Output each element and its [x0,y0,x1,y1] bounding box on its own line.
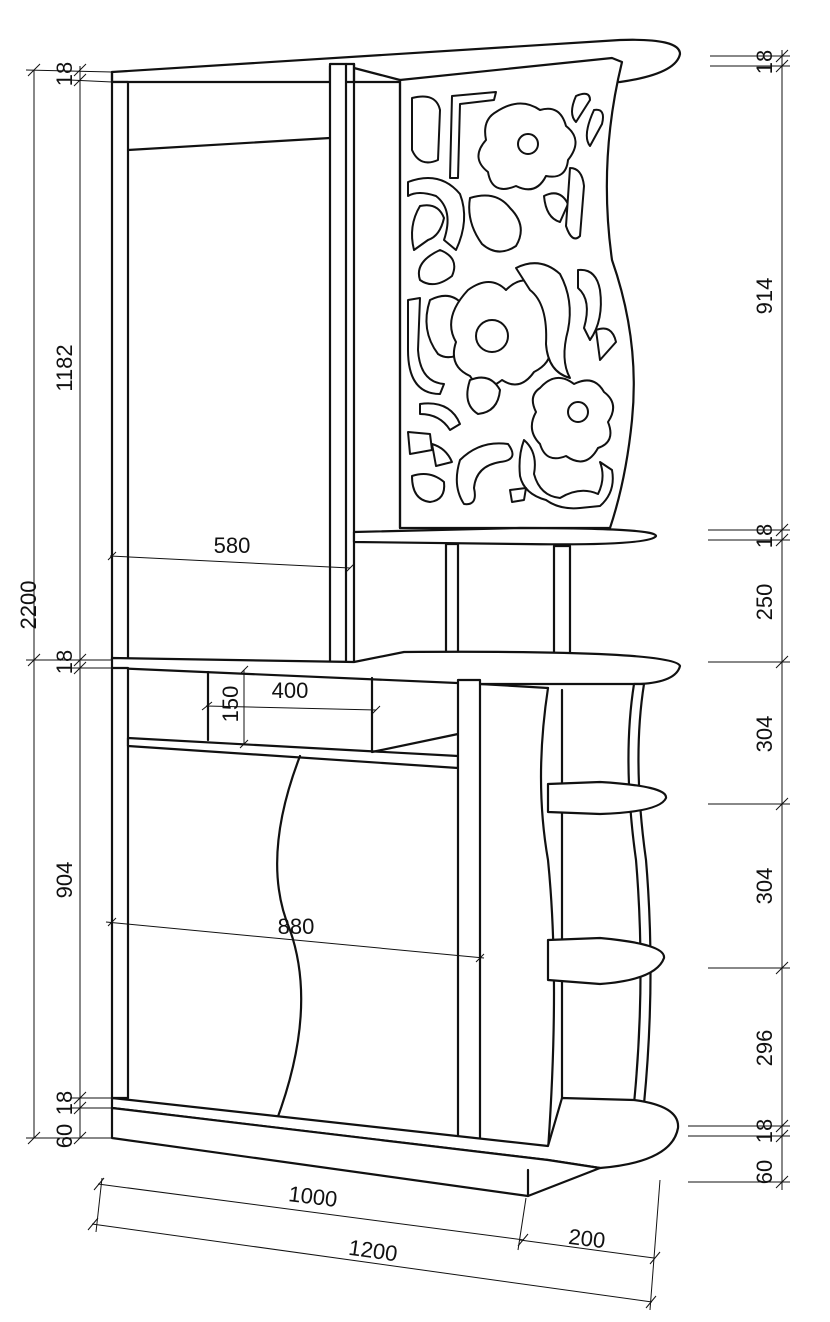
dim-open-shelf-1: 304 [752,716,777,753]
dim-left-bottom-board: 18 [52,1091,77,1115]
dim-shelf-depth: 200 [567,1224,606,1253]
dim-lower-section: 904 [52,862,77,899]
dim-cabinet-width: 880 [278,914,315,939]
middle-board [110,650,682,686]
dim-drawer-height: 150 [218,686,243,723]
dim-right-bottom-board: 18 [752,1119,777,1143]
open-shelf-2 [546,936,666,986]
dim-overall-width: 1200 [347,1235,399,1267]
left-side-panel-upper [110,80,130,662]
upper-shelf [352,526,658,546]
dim-upper-width: 580 [214,533,251,558]
dim-upper-section: 1182 [52,344,77,391]
dim-right-plinth: 60 [752,1160,777,1184]
open-shelf-1 [546,780,668,816]
lower-top-shelf [126,736,460,770]
dim-open-shelf-3: 296 [752,1030,777,1067]
dim-left-plinth: 60 [52,1124,77,1148]
cabinet-divider [456,678,482,1148]
dim-left-middle-board: 18 [52,650,77,674]
shelf-post-right [552,544,572,668]
upper-divider-panel [328,62,348,664]
dim-right-top-board: 18 [752,50,777,74]
dim-open-shelf-2: 304 [752,868,777,905]
door-wave [274,754,303,1124]
dim-panel-height: 914 [752,278,777,315]
bottom-board [110,1096,680,1170]
dim-right-shelf-board: 18 [752,524,777,548]
left-side-panel-lower [110,666,130,1100]
shelf-post-left [444,542,460,660]
dim-left-top-board: 18 [52,62,77,86]
inner-dimensions [105,551,485,963]
right-curved-panel [627,682,652,1106]
dim-shelf-gap: 250 [752,584,777,621]
carved-panel [398,56,635,530]
dim-drawer-width: 400 [272,678,309,703]
left-dimension-chain [25,63,113,1145]
dim-body-width: 1000 [287,1181,339,1212]
dim-total-height: 2200 [16,581,41,630]
plinth [110,1106,602,1198]
right-door-wave [539,686,556,1152]
upper-back-panel [126,136,332,152]
right-dimension-chain [688,49,790,1190]
bottom-dimensions [87,1177,661,1311]
